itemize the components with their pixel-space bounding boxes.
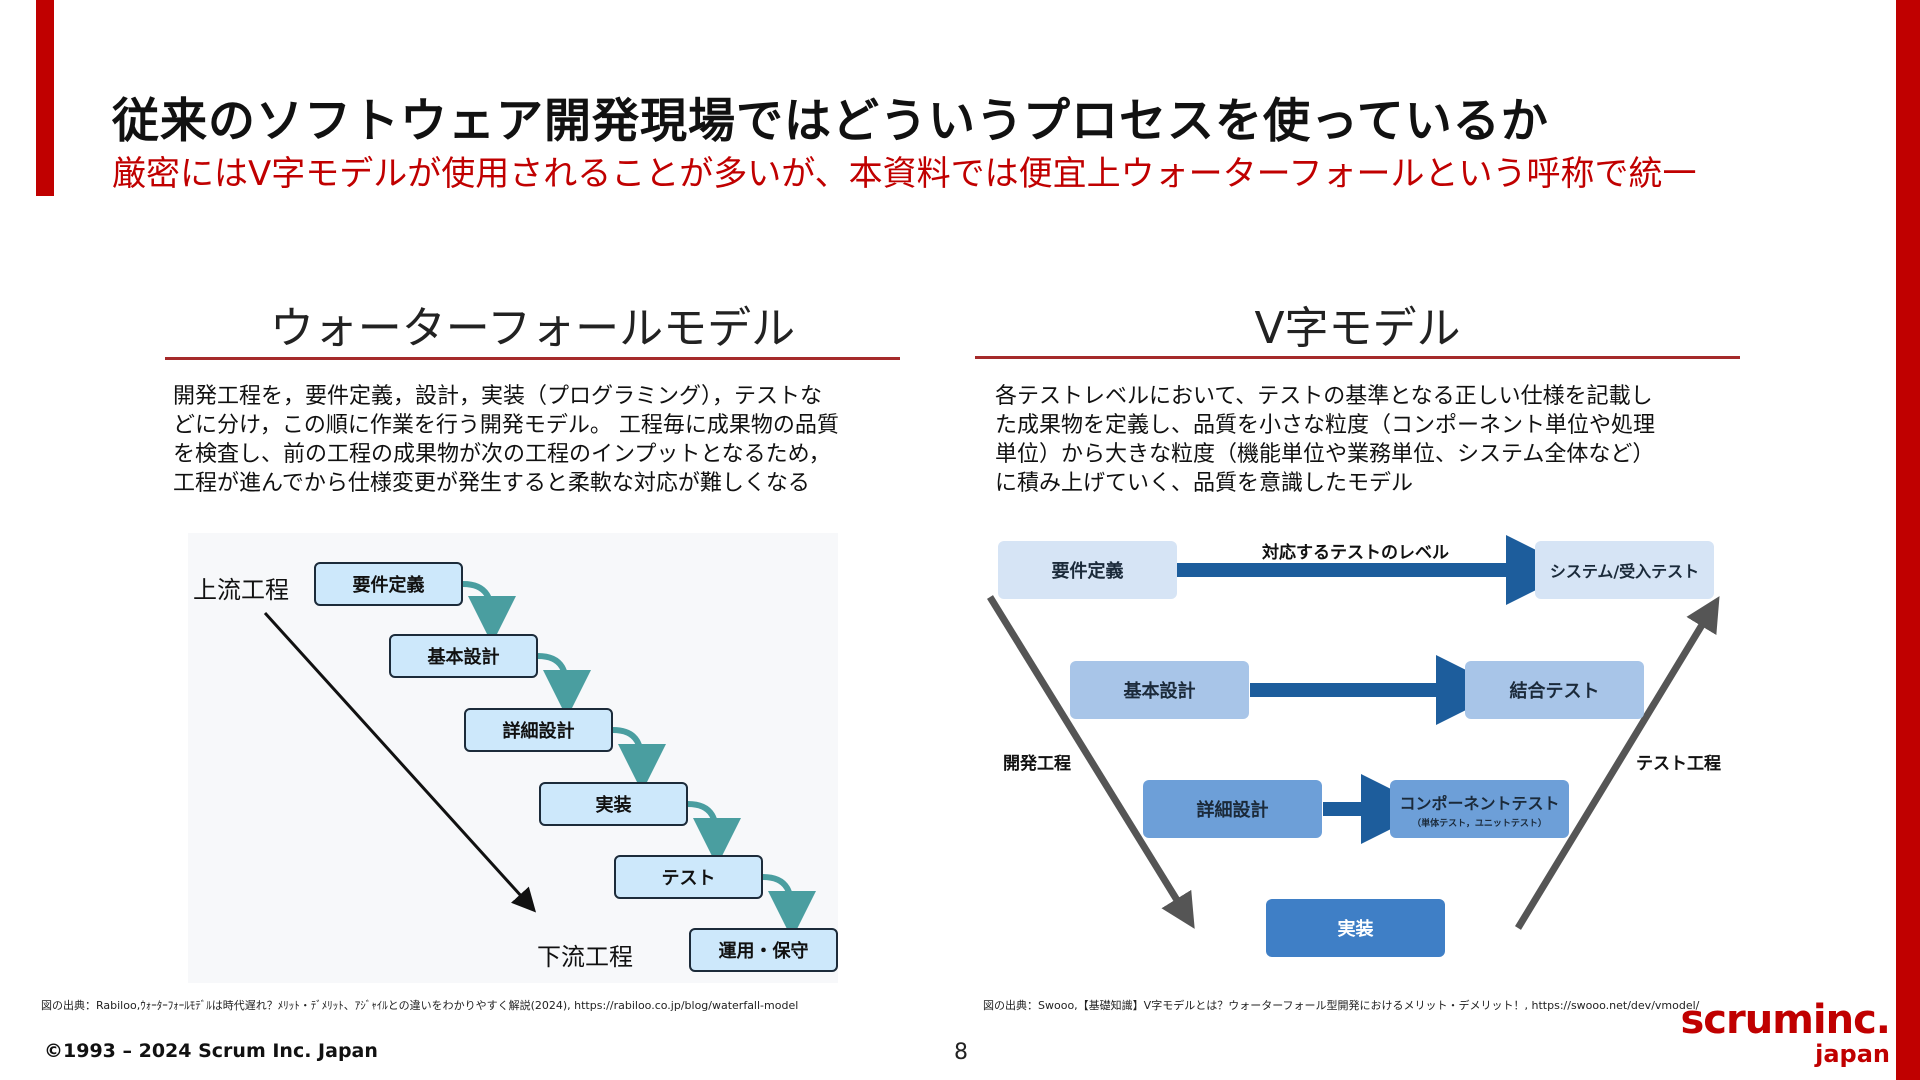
flow-diagonal-arrow: [263, 611, 537, 913]
step-arrow: [762, 874, 816, 939]
right-accent-bar: [1896, 0, 1920, 1080]
waterfall-description: 開発工程を，要件定義，設計，実装（プログラミング），テストな どに分け，この順に…: [173, 382, 913, 498]
description-line: 開発工程を，要件定義，設計，実装（プログラミング），テストな: [173, 384, 823, 409]
step-arrow: [612, 727, 666, 792]
component-test-sublabel: （単体テスト，ユニットテスト）: [1412, 818, 1547, 829]
vmodel-description: 各テストレベルにおいて、テストの基準となる正しい仕様を記載し た成果物を定義し、…: [995, 382, 1735, 498]
v-dev-diagonal-arrow: [987, 595, 1195, 929]
waterfall-figure-credit: 図の出典：Rabiloo,ｳｫｰﾀｰﾌｫｰﾙﾓﾃﾞﾙは時代遅れ？ﾒﾘｯﾄ・ﾃﾞﾒ…: [41, 999, 799, 1012]
waterfall-step-basic-design: 基本設計: [389, 634, 538, 678]
vmodel-box-requirements: 要件定義: [998, 541, 1177, 599]
vmodel-heading-rule: [975, 356, 1740, 359]
waterfall-step-requirements: 要件定義: [314, 562, 463, 606]
logo-wordmark: scruminc.: [1680, 997, 1891, 1043]
waterfall-heading: ウォーターフォールモデル: [269, 303, 796, 354]
vmodel-box-detailed-design: 詳細設計: [1143, 780, 1322, 838]
v-test-diagonal-arrow: [1515, 596, 1720, 930]
vmodel-box-integration-test: 結合テスト: [1465, 661, 1644, 719]
waterfall-step-detailed-design: 詳細設計: [464, 708, 613, 752]
step-arrow: [537, 653, 591, 718]
slide-title: 従来のソフトウェア開発現場ではどういうプロセスを使っているか: [112, 94, 1549, 149]
left-accent-bar: [36, 0, 54, 196]
vmodel-figure-credit: 図の出典：Swooo,【基礎知識】V字モデルとは？ウォーターフォール型開発におけ…: [983, 999, 1700, 1012]
vmodel-box-implementation: 実装: [1266, 899, 1445, 957]
vmodel-arrow-caption: 対応するテストのレベル: [1262, 543, 1449, 563]
step-arrow: [687, 801, 741, 866]
waterfall-step-test: テスト: [614, 855, 763, 899]
copyright-notice: ©1993 – 2024 Scrum Inc. Japan: [44, 1040, 378, 1062]
description-line: 各テストレベルにおいて、テストの基準となる正しい仕様を記載し: [995, 384, 1653, 409]
page-number: 8: [954, 1040, 968, 1065]
description-line: 単位）から大きな粒度（機能単位や業務単位、システム全体など）: [995, 442, 1655, 467]
downstream-label: 下流工程: [537, 943, 633, 971]
description-line: 工程が進んでから仕様変更が発生すると柔軟な対応が難しくなる: [173, 471, 810, 496]
upstream-label: 上流工程: [193, 576, 289, 604]
vmodel-box-basic-design: 基本設計: [1070, 661, 1249, 719]
vmodel-dev-label: 開発工程: [1003, 754, 1071, 774]
slide-subtitle: 厳密にはV字モデルが使用されることが多いが、本資料では便宜上ウォーターフォールと…: [112, 154, 1697, 194]
vmodel-heading: V字モデル: [1254, 303, 1461, 354]
description-line: を検査し、前の工程の成果物が次の工程のインプットとなるため，: [173, 442, 831, 467]
vmodel-box-system-test: システム/受入テスト: [1535, 541, 1714, 599]
component-test-label: コンポーネントテスト: [1399, 793, 1560, 813]
description-line: どに分け，この順に作業を行う開発モデル。 工程毎に成果物の品質: [173, 413, 839, 438]
vmodel-test-label: テスト工程: [1636, 754, 1721, 774]
waterfall-step-operation: 運用・保守: [689, 928, 838, 972]
description-line: た成果物を定義し、品質を小さな粒度（コンポーネント単位や処理: [995, 413, 1656, 438]
waterfall-step-implementation: 実装: [539, 782, 688, 826]
scruminc-logo: scruminc. japan: [1681, 1000, 1891, 1066]
description-line: に積み上げていく、品質を意識したモデル: [995, 471, 1414, 496]
waterfall-heading-rule: [165, 357, 900, 360]
vmodel-box-component-test: コンポーネントテスト （単体テスト，ユニットテスト）: [1390, 780, 1569, 838]
step-arrow: [462, 581, 516, 644]
logo-subtext: japan: [1815, 1040, 1890, 1068]
